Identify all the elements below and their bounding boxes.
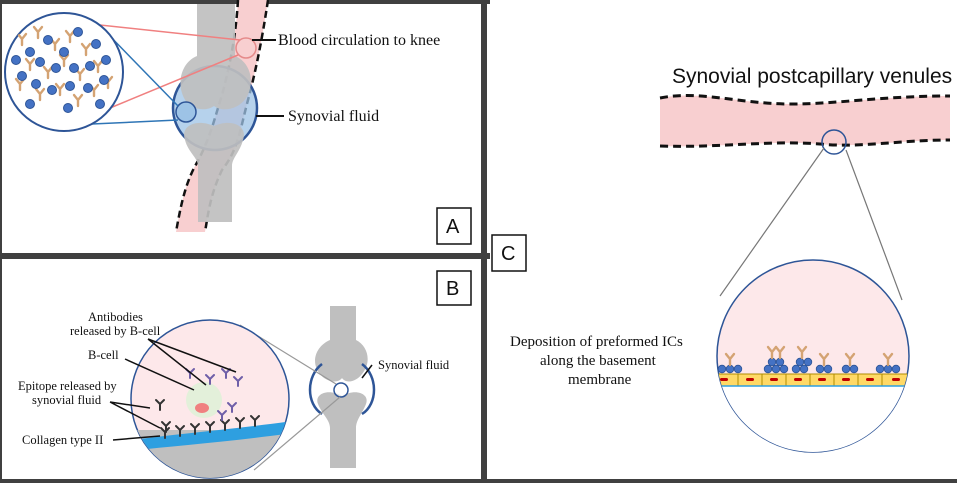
label-synovial-fluid-a: Synovial fluid [288, 108, 379, 125]
panel-c-letter-box [491, 234, 527, 272]
label-deposition-line3: membrane [568, 372, 632, 388]
label-deposition-line1: Deposition of preformed ICs [510, 334, 683, 350]
label-epitope-line2: synovial fluid [32, 393, 102, 407]
femur-bone [180, 4, 251, 110]
vessel-spot [235, 37, 257, 59]
label-collagen: Collagen type II [22, 433, 103, 447]
label-synovial-fluid-b: Synovial fluid [378, 358, 450, 372]
b-cell-nucleus [195, 403, 209, 413]
label-b-cell: B-cell [88, 348, 119, 362]
panel-c-letter: C [501, 243, 515, 265]
panel-a: Blood circulation to knee Synovial fluid… [4, 0, 472, 245]
b-cell-zoom [130, 319, 290, 479]
label-epitope-line1: Epitope released by [18, 379, 117, 393]
label-blood-circulation: Blood circulation to knee [278, 32, 440, 49]
small-tibia [317, 392, 367, 468]
small-zoom-marker [333, 382, 349, 398]
fluid-spot [175, 101, 197, 123]
immune-complex-zoom [4, 12, 124, 132]
panel-a-letter-box [436, 207, 472, 245]
panel-b-letter: B [446, 278, 459, 300]
panel-a-letter: A [446, 216, 460, 238]
ic-deposition-zoom [716, 259, 910, 453]
panel-c: C Synovial postcapillary venules [491, 65, 952, 453]
postcapillary-venule [660, 95, 950, 147]
label-antibodies-line2: released by B-cell [70, 324, 161, 338]
small-femur [315, 306, 368, 382]
panel-b-letter-box [436, 270, 472, 306]
tibia-bone [184, 122, 244, 222]
b-cell [186, 382, 222, 418]
label-deposition-line2: along the basement [540, 353, 657, 369]
label-antibodies-line1: Antibodies [88, 310, 143, 324]
panel-b: B [18, 270, 472, 479]
panel-c-title: Synovial postcapillary venules [672, 65, 952, 88]
venule-zoom-marker [821, 129, 847, 155]
